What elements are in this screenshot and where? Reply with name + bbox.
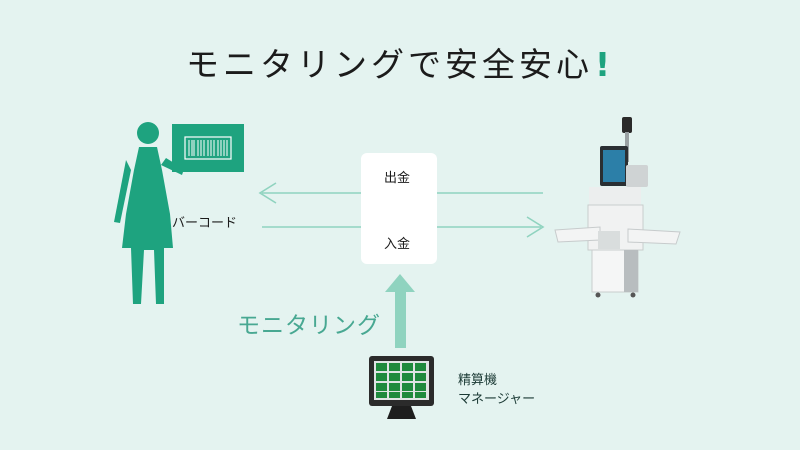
barcode-card: [172, 124, 244, 172]
self-checkout-machine-icon: [554, 117, 681, 298]
monitor-icon: [369, 356, 434, 419]
barcode-label: バーコード: [172, 216, 238, 231]
page-title: モニタリングで安全安心!: [0, 38, 800, 86]
monitoring-arrow: [385, 274, 415, 348]
monitoring-label: モニタリング: [237, 313, 381, 339]
manager-label-line1: 精算機: [458, 373, 498, 388]
title-text: モニタリングで安全安心: [185, 45, 593, 84]
withdraw-label: 出金: [384, 171, 411, 186]
cash-flow-box: [361, 153, 437, 264]
deposit-label: 入金: [384, 237, 411, 252]
manager-label: 精算機 マネージャー: [458, 371, 535, 409]
manager-label-line2: マネージャー: [458, 392, 536, 407]
title-exclaim: !: [594, 45, 615, 84]
